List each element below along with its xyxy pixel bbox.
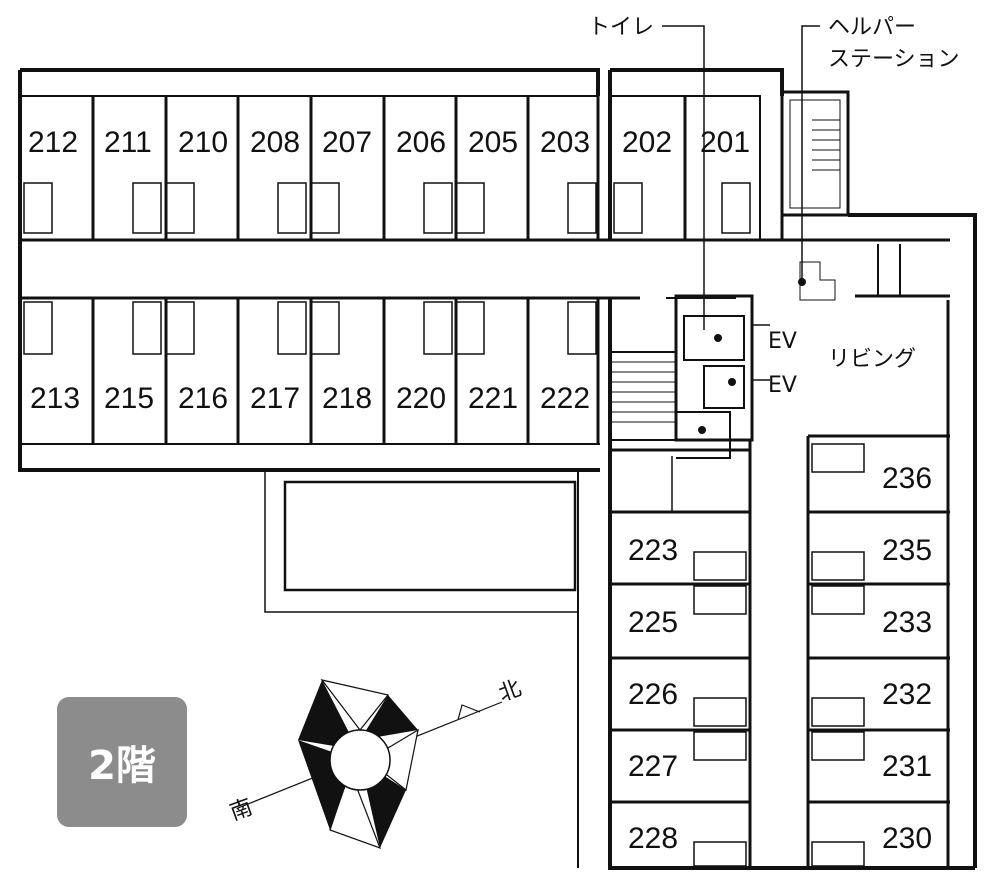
room-number: 230: [882, 822, 932, 855]
helper-station-label-2: ステーション: [828, 47, 960, 72]
room-number: 225: [628, 606, 678, 639]
room-number: 206: [396, 126, 446, 159]
room-number: 211: [104, 126, 152, 159]
room-number: 217: [250, 382, 300, 415]
room-number: 221: [468, 382, 518, 415]
room-number: 235: [882, 534, 932, 567]
floor-badge: 2階: [57, 697, 187, 827]
room-number: 226: [628, 678, 678, 711]
toilet-label: トイレ: [588, 15, 654, 40]
room-number: 233: [882, 606, 932, 639]
compass: 北 南: [227, 676, 525, 850]
room-number: 207: [322, 126, 372, 159]
room-number: 210: [178, 126, 228, 159]
room-number: 223: [628, 534, 678, 567]
room-number: 212: [28, 126, 78, 159]
room-number: 228: [628, 822, 678, 855]
ev-label-1: EV: [768, 329, 797, 354]
room-number: 222: [540, 382, 590, 415]
room-number: 236: [882, 462, 932, 495]
helper-station-label-1: ヘルパー: [828, 15, 916, 40]
room-number: 203: [540, 126, 590, 159]
room-number: 218: [322, 382, 372, 415]
room-number: 216: [178, 382, 228, 415]
room-number: 215: [104, 382, 154, 415]
room-number: 201: [700, 126, 750, 159]
room-number: 227: [628, 750, 678, 783]
room-number: 220: [396, 382, 446, 415]
room-number: 231: [882, 750, 932, 783]
room-number: 232: [882, 678, 932, 711]
room-number: 208: [250, 126, 300, 159]
living-label: リビング: [828, 347, 916, 372]
south-label: 南: [227, 795, 256, 826]
room-number: 205: [468, 126, 518, 159]
room-number: 202: [622, 126, 672, 159]
room-number: 213: [30, 382, 80, 415]
floor-label: 2階: [88, 743, 156, 789]
ev-label-2: EV: [768, 373, 797, 398]
